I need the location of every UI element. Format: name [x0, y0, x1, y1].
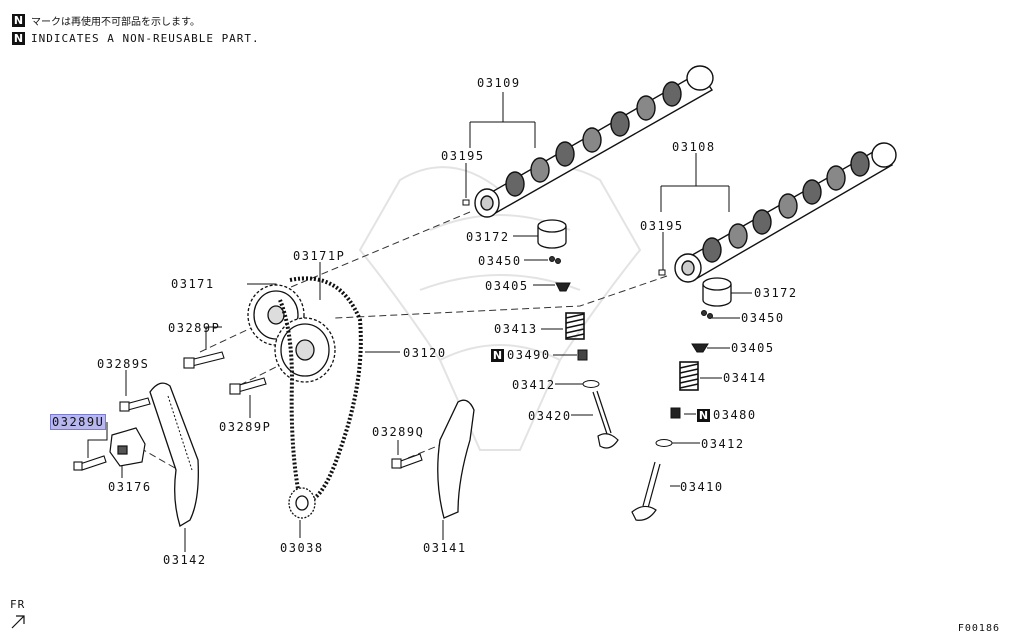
valve-stem-seal — [577, 349, 588, 361]
non-reusable-note-en: N INDICATES A NON-REUSABLE PART. — [12, 32, 260, 45]
part-label-03405[interactable]: 03405 — [731, 341, 775, 355]
part-label-03289p[interactable]: 03289P — [168, 321, 221, 335]
tappet-part — [537, 219, 567, 249]
valve-spring — [679, 361, 699, 391]
part-number-03490: 03490 — [507, 348, 551, 362]
part-label-03450[interactable]: 03450 — [741, 311, 785, 325]
part-label-03420[interactable]: 03420 — [528, 409, 572, 423]
non-reusable-mark-icon: N — [697, 408, 710, 422]
part-label-03412[interactable]: 03412 — [701, 437, 745, 451]
leader-lines — [87, 92, 752, 552]
front-direction-label: FR — [10, 598, 26, 611]
pin-part — [658, 269, 666, 276]
vvt-sprocket — [274, 317, 336, 383]
bolt-part — [229, 377, 267, 395]
chain-tensioner — [109, 427, 146, 467]
tensioner-arm — [437, 399, 475, 519]
part-label-03108[interactable]: 03108 — [672, 140, 716, 154]
non-reusable-note-jp: N マークは再使用不可部品を示します。 — [12, 13, 200, 28]
part-label-03172[interactable]: 03172 — [466, 230, 510, 244]
part-label-03414[interactable]: 03414 — [723, 371, 767, 385]
part-label-03289p[interactable]: 03289P — [219, 420, 272, 434]
part-label-03171p[interactable]: 03171P — [293, 249, 346, 263]
non-reusable-mark-icon: N — [12, 32, 25, 45]
part-label-03038[interactable]: 03038 — [280, 541, 324, 555]
valve-stem-seal — [670, 407, 681, 419]
exhaust-camshaft — [674, 142, 897, 283]
spring-retainer — [555, 282, 571, 292]
note-text-jp: マークは再使用不可部品を示します。 — [31, 17, 200, 28]
part-label-03289u-highlighted[interactable]: 03289U — [49, 414, 107, 430]
part-label-03176[interactable]: 03176 — [108, 480, 152, 494]
chain-guide — [149, 382, 199, 527]
tappet-part — [702, 277, 732, 307]
part-label-03171[interactable]: 03171 — [171, 277, 215, 291]
figure-code: F00186 — [957, 623, 1000, 634]
part-label-03412[interactable]: 03412 — [512, 378, 556, 392]
spring-seat — [582, 380, 600, 388]
part-label-03195[interactable]: 03195 — [640, 219, 684, 233]
part-label-03289q[interactable]: 03289Q — [372, 425, 425, 439]
part-label-03413[interactable]: 03413 — [494, 322, 538, 336]
part-number-03480: 03480 — [713, 408, 757, 422]
part-label-03109[interactable]: 03109 — [477, 76, 521, 90]
assembly-dashes — [139, 211, 668, 469]
bolt-part — [119, 397, 151, 412]
part-label-03141[interactable]: 03141 — [423, 541, 467, 555]
part-label-03450[interactable]: 03450 — [478, 254, 522, 268]
bolt-part — [391, 453, 423, 469]
timing-chain — [278, 276, 363, 504]
part-label-03172[interactable]: 03172 — [754, 286, 798, 300]
intake-camshaft — [474, 65, 714, 218]
front-arrow-icon — [11, 615, 25, 629]
part-label-03405[interactable]: 03405 — [485, 279, 529, 293]
bolt-part — [183, 351, 225, 369]
part-label-03120[interactable]: 03120 — [403, 346, 447, 360]
intake-valve — [592, 390, 619, 449]
part-label-03142[interactable]: 03142 — [163, 553, 207, 567]
bolt-part — [73, 455, 107, 471]
crank-sprocket — [288, 487, 316, 519]
part-label-03195[interactable]: 03195 — [441, 149, 485, 163]
part-label-03289s[interactable]: 03289S — [97, 357, 150, 371]
note-text-en: INDICATES A NON-REUSABLE PART. — [31, 32, 260, 45]
pin-part — [462, 199, 470, 206]
spring-retainer — [691, 343, 709, 353]
part-label-03410[interactable]: 03410 — [680, 480, 724, 494]
exhaust-valve — [631, 461, 661, 521]
non-reusable-mark-icon: N — [491, 348, 504, 362]
valve-spring — [565, 312, 585, 340]
spring-seat — [655, 439, 673, 447]
non-reusable-mark-icon: N — [12, 14, 25, 27]
valve-keeper — [549, 256, 713, 319]
